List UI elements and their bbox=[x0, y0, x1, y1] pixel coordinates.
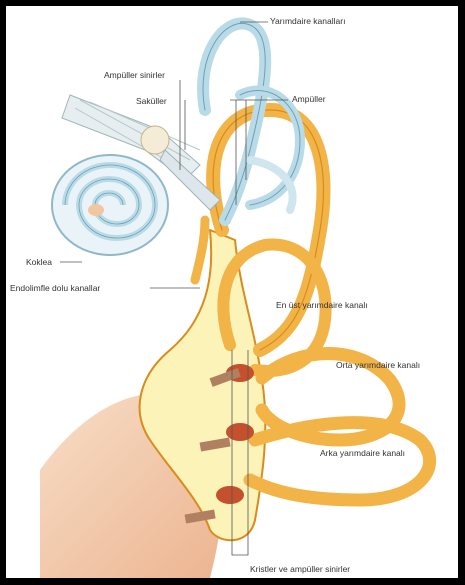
label-endolymph-ducts: Endolimfle dolu kanallar bbox=[10, 283, 100, 293]
label-saccules: Saküller bbox=[136, 96, 167, 106]
label-semicircular-canals: Yarımdaire kanalları bbox=[270, 16, 345, 26]
label-posterior-canal: Arka yarımdaire kanalı bbox=[320, 448, 405, 458]
label-ampullae: Ampüller bbox=[292, 94, 326, 104]
label-superior-canal: En üst yarımdaire kanalı bbox=[276, 300, 368, 310]
label-cochlea: Koklea bbox=[26, 257, 52, 267]
label-lateral-canal: Orta yarımdaire kanalı bbox=[336, 360, 420, 370]
endolymph-duct bbox=[195, 220, 205, 280]
label-ampullary-nerves: Ampüller sinirler bbox=[104, 70, 165, 80]
cochlea bbox=[52, 155, 168, 255]
label-cristae-nerves: Kristler ve ampüller sinirler bbox=[250, 564, 350, 574]
